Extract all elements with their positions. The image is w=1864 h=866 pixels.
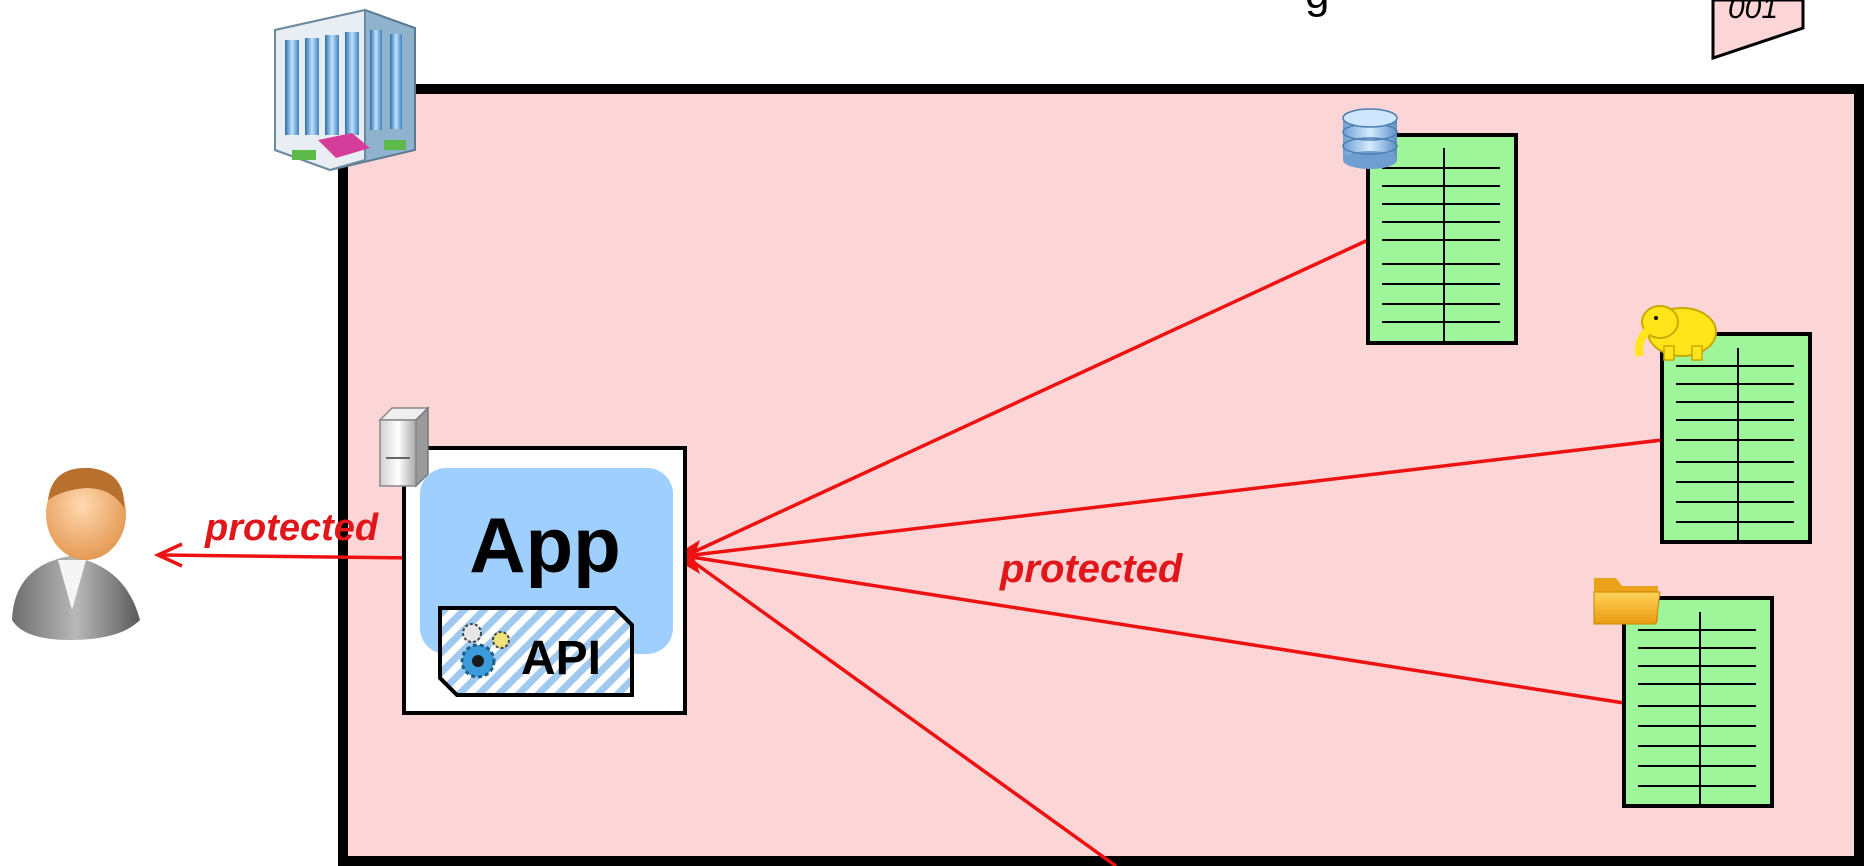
edge-hadoop-to-app [684,438,1663,558]
api-label: API [521,632,601,685]
database-icon [1342,108,1398,169]
hadoop-elephant-icon [1635,305,1717,361]
top-right-badge-text: 001 [1728,0,1778,25]
building-icon [274,8,416,172]
table-folder [1622,596,1774,808]
folder-icon [1593,578,1661,625]
gears-icon [460,623,510,679]
edge-offscreen-to-app [683,554,1118,866]
top-fragment-text: g [1305,0,1329,18]
edge-app-to-user [161,553,419,560]
server-icon [378,406,430,488]
edge-label-center: protected [999,547,1184,591]
edges [161,238,1663,866]
app-component: App API [402,446,687,715]
user-icon [12,467,140,640]
table-database [1366,133,1518,345]
app-label: App [469,501,621,589]
edge-database-to-app [684,238,1369,558]
arrowhead-to-user [153,542,183,568]
edge-folder-to-app [684,554,1625,705]
top-right-badge: 001 [1711,0,1805,61]
table-hadoop [1660,332,1812,544]
edge-label-left: protected [204,507,379,549]
